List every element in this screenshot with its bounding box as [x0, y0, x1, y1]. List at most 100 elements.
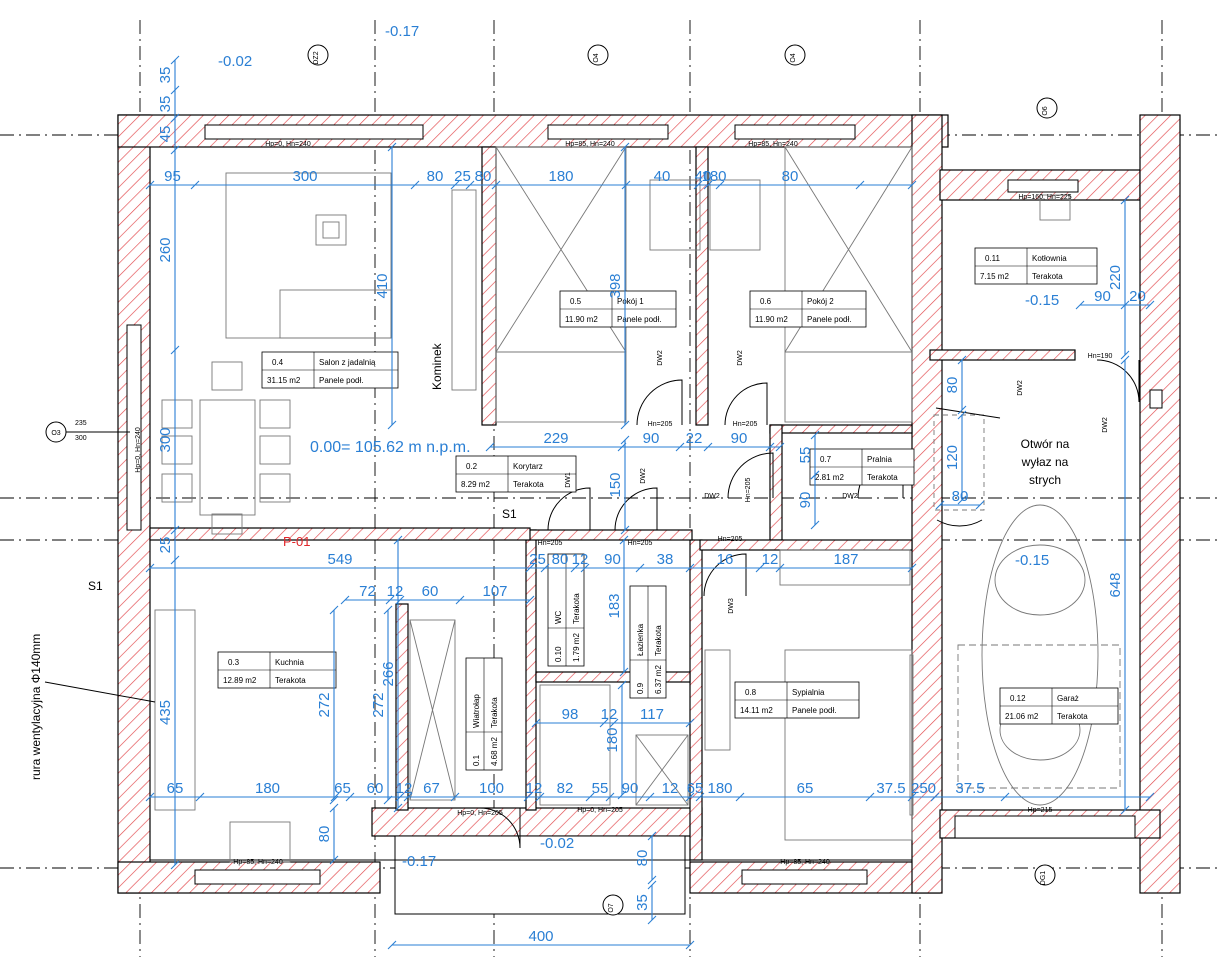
dim-mid: 80: [952, 488, 969, 505]
room-name: Kotłownia: [1032, 254, 1067, 263]
dim-row3: 272: [316, 692, 333, 717]
dim-bottom-row: 100: [479, 780, 504, 797]
door-label: DW2: [704, 493, 720, 500]
dim-mid: 80: [944, 377, 961, 394]
room-area: 1.79 m2: [572, 633, 581, 662]
room-number: 0.9: [636, 682, 645, 694]
room-floor: Terakota: [1057, 712, 1088, 721]
dim-bottom-row: 90: [622, 780, 639, 797]
room-area: 14.11 m2: [740, 706, 773, 715]
attic-opening-label: Otwór na: [1021, 437, 1070, 451]
fireplace-label: Kominek: [430, 342, 444, 390]
opening-note: Hn=190: [1088, 353, 1113, 360]
window-tag-o3-size: 235: [75, 420, 87, 427]
section-label: P-01: [283, 534, 310, 549]
room-area: 6.37 m2: [654, 665, 663, 694]
window-tag-dz2: DZ2: [307, 44, 329, 66]
dim-bottom-row: 250: [911, 780, 936, 797]
dim-top-row: 40: [654, 168, 671, 185]
door-swings: [479, 359, 1140, 849]
attic-opening-label: strych: [1029, 473, 1061, 487]
dim-row2: 187: [833, 551, 858, 568]
room-area: 11.90 m2: [565, 315, 598, 324]
window-tag-o3-size: 300: [75, 435, 87, 442]
tag-text: O7: [608, 903, 615, 912]
dim-mid: 22: [686, 430, 703, 447]
dim-left-col: 35: [157, 67, 174, 84]
window-tag-o4: O4: [587, 44, 609, 66]
dim-row2: 38: [657, 551, 674, 568]
elevation-label: 0.00= 105.62 m n.p.m.: [310, 439, 471, 456]
dim-row3: 12: [601, 706, 618, 723]
room-number: 0.12: [1010, 694, 1026, 703]
dim-row3: 107: [482, 583, 507, 600]
room-floor: Terakota: [1032, 272, 1063, 281]
room-name: Salon z jadalnią: [319, 358, 376, 367]
tag-text: O6: [1042, 106, 1049, 115]
dim-row2: 80: [552, 551, 569, 568]
dim-row2: 549: [327, 551, 352, 568]
room-number: 0.8: [745, 688, 757, 697]
furniture: [154, 146, 1121, 863]
opening-note: Hp=160, Hn=225: [1018, 194, 1071, 201]
level-mark: -0.15: [1025, 292, 1059, 309]
dim-top-row: 80: [475, 168, 492, 185]
room-floor: Terakota: [572, 593, 581, 624]
dim-left-col: 45: [157, 126, 174, 143]
room-area: 12.89 m2: [223, 676, 257, 685]
dim-bottom-row: 180: [255, 780, 280, 797]
dim-bottom-row: 37.5: [955, 780, 984, 797]
room-name: Sypialnia: [792, 688, 825, 697]
dim-bottom-row: 55: [592, 780, 609, 797]
window-tag-o3: O3: [45, 421, 67, 443]
door-label: DW2: [1102, 417, 1109, 433]
level-mark: -0.02: [218, 53, 252, 70]
room-name: Korytarz: [513, 462, 543, 471]
dim-row2: 16: [717, 551, 734, 568]
dim-bottom-row: 37.5: [876, 780, 905, 797]
dim-bottom-row: 67: [423, 780, 440, 797]
room-floor: Terakota: [654, 625, 663, 656]
room-number: 0.11: [985, 254, 1001, 263]
dim-left-col: 260: [157, 237, 174, 262]
dim-row3: 60: [422, 583, 439, 600]
door-tag-dg1: DG1: [1034, 864, 1056, 886]
room-number: 0.5: [570, 297, 582, 306]
room-name: Kuchnia: [275, 658, 304, 667]
room-number: 0.10: [554, 646, 563, 662]
room-floor: Panele podł.: [617, 315, 661, 324]
opening-note: Hn=205: [745, 478, 752, 503]
room-area: 31.15 m2: [267, 376, 301, 385]
dim-mid: 220: [1107, 265, 1124, 290]
tag-text: DZ2: [313, 51, 320, 64]
room-area: 2.81 m2: [815, 473, 844, 482]
dim-mid: 90: [643, 430, 660, 447]
dim-row2: 90: [604, 551, 621, 568]
section-marker: S1: [88, 579, 103, 593]
dim-bottom-row: 82: [557, 780, 574, 797]
dim-row3: 272: [370, 692, 387, 717]
dim-top-row: 80: [782, 168, 799, 185]
level-mark: -0.02: [540, 835, 574, 852]
window-tag-o4: O4: [784, 44, 806, 66]
dim-top-row: 80: [427, 168, 444, 185]
room-floor: Panele podł.: [792, 706, 836, 715]
dim-bottom-row: 12: [526, 780, 543, 797]
room-floor: Panele podł.: [319, 376, 363, 385]
dim-row3: 117: [640, 706, 664, 723]
tag-text: DG1: [1040, 871, 1047, 886]
dim-row3: 180: [604, 727, 621, 752]
opening-note: Hn=205: [718, 536, 743, 543]
room-area: 21.06 m2: [1005, 712, 1039, 721]
dim-mid: 20: [1129, 288, 1146, 305]
dim-row3: 72: [359, 583, 376, 600]
